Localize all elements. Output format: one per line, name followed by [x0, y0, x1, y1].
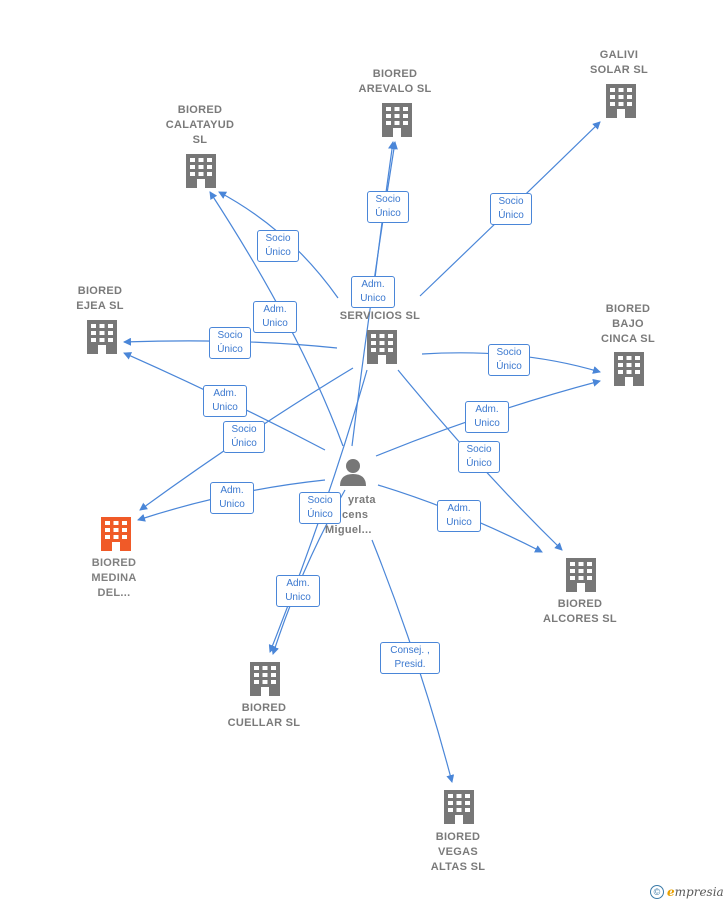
edge-label-adm-unico[interactable]: Adm. Unico [437, 500, 481, 532]
edge-label-socio-unico[interactable]: Socio Único [209, 327, 251, 359]
building-icon[interactable] [606, 84, 636, 118]
empresia-logo[interactable]: ©empresia [650, 884, 724, 899]
edge-label-consej-presid[interactable]: Consej. , Presid. [380, 642, 440, 674]
node-label-person-part-3[interactable]: Miguel... [325, 524, 372, 536]
edge-label-socio-unico[interactable]: Socio Único [223, 421, 265, 453]
copyright-icon: © [650, 884, 664, 899]
edge-label-socio-unico[interactable]: Socio Único [299, 492, 341, 524]
node-label-biored-vegas-altas[interactable]: BIORED VEGAS ALTAS SL [430, 831, 486, 873]
node-label-biored-bajo-cinca[interactable]: BIORED BAJO CINCA SL [601, 303, 655, 345]
edge-label-adm-unico[interactable]: Adm. Unico [253, 301, 297, 333]
edge-label-socio-unico[interactable]: Socio Único [490, 193, 532, 225]
edge-label-adm-unico[interactable]: Adm. Unico [210, 482, 254, 514]
brand-wordmark: empresia [667, 884, 724, 899]
node-label-biored-alcores[interactable]: BIORED ALCORES SL [543, 598, 617, 625]
node-label-galivi-solar[interactable]: GALIVI SOLAR SL [589, 49, 648, 76]
building-icon[interactable] [614, 352, 644, 386]
node-label-biored-ejea[interactable]: BIORED EJEA SL [76, 285, 124, 312]
building-icon[interactable] [444, 790, 474, 824]
edge-label-socio-unico[interactable]: Socio Único [257, 230, 299, 262]
edge-label-adm-unico[interactable]: Adm. Unico [276, 575, 320, 607]
edge-label-socio-unico[interactable]: Socio Único [458, 441, 500, 473]
edge-label-socio-unico[interactable]: Socio Único [367, 191, 409, 223]
building-icon[interactable] [186, 154, 216, 188]
building-icon[interactable] [367, 330, 397, 364]
building-icon[interactable] [566, 558, 596, 592]
building-icon[interactable] [382, 103, 412, 137]
edge-label-adm-unico[interactable]: Adm. Unico [351, 276, 395, 308]
node-label-person-part-1[interactable]: yrata [348, 494, 376, 506]
node-label-center-company[interactable]: SERVICIOS SL [339, 310, 421, 322]
node-label-biored-calatayud[interactable]: BIORED CALATAYUD SL [165, 104, 235, 146]
edge-label-adm-unico[interactable]: Adm. Unico [465, 401, 509, 433]
node-label-biored-medina[interactable]: BIORED MEDINA DEL... [91, 557, 137, 599]
person-icon[interactable] [340, 459, 366, 486]
node-label-person-part-2[interactable]: cens [342, 509, 369, 521]
edge-label-socio-unico[interactable]: Socio Único [488, 344, 530, 376]
node-label-biored-arevalo[interactable]: BIORED AREVALO SL [358, 68, 432, 95]
building-icon[interactable] [250, 662, 280, 696]
building-icon[interactable] [87, 320, 117, 354]
edge-label-adm-unico[interactable]: Adm. Unico [203, 385, 247, 417]
building-icon[interactable] [101, 517, 131, 551]
node-label-biored-cuellar[interactable]: BIORED CUELLAR SL [227, 702, 301, 729]
